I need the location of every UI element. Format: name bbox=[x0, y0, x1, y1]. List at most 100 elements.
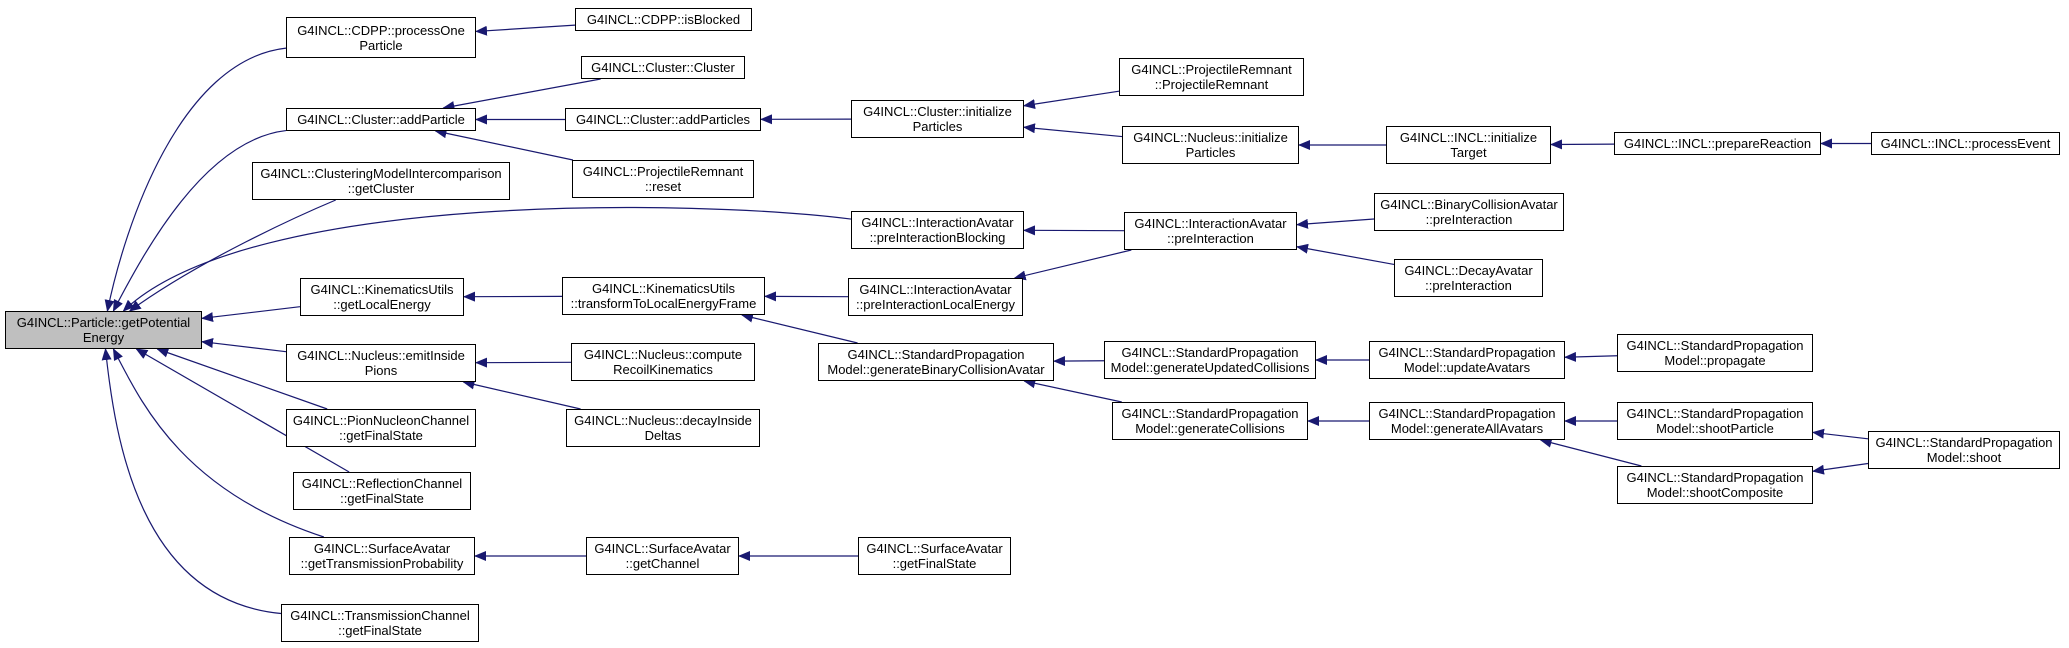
node-ia-preInteraction[interactable]: G4INCL::InteractionAvatar::preInteractio… bbox=[1124, 212, 1297, 250]
node-cluster-addParticles[interactable]: G4INCL::Cluster::addParticles bbox=[565, 108, 761, 131]
node-label-line: ::preInteraction bbox=[1425, 278, 1512, 293]
node-reflection-getFinalState[interactable]: G4INCL::ReflectionChannel::getFinalState bbox=[293, 472, 471, 510]
node-label-line: Energy bbox=[82, 330, 125, 345]
node-label-line: Model::generateCollisions bbox=[1135, 421, 1285, 436]
node-label-line: G4INCL::BinaryCollisionAvatar bbox=[1380, 197, 1558, 212]
node-cluster-cluster[interactable]: G4INCL::Cluster::Cluster bbox=[581, 56, 745, 79]
node-label-line: ::getFinalState bbox=[892, 556, 977, 571]
node-projremnant-ctor[interactable]: G4INCL::ProjectileRemnant::ProjectileRem… bbox=[1119, 58, 1304, 96]
node-label-line: G4INCL::StandardPropagation bbox=[1626, 470, 1804, 485]
node-label-line: G4INCL::Nucleus::initialize bbox=[1133, 130, 1288, 145]
edge-cdpp-isBlocked-to-cdpp-processOne bbox=[475, 24, 576, 36]
node-label-line: G4INCL::KinematicsUtils bbox=[310, 282, 454, 297]
node-label-line: Model::propagate bbox=[1664, 353, 1766, 368]
node-incl-processEvent[interactable]: G4INCL::INCL::processEvent bbox=[1871, 132, 2060, 155]
edge-spm-shootComposite-to-spm-generateAllAvatars bbox=[1539, 437, 1642, 467]
node-label-line: G4INCL::ClusteringModelIntercomparison bbox=[260, 166, 502, 181]
node-label-line: ::getTransmissionProbability bbox=[300, 556, 464, 571]
edge-clustering-getCluster-to-root bbox=[128, 199, 336, 312]
node-label-line: Particles bbox=[1185, 145, 1236, 160]
node-projremnant-reset[interactable]: G4INCL::ProjectileRemnant::reset bbox=[572, 160, 754, 198]
node-cdpp-isBlocked[interactable]: G4INCL::CDPP::isBlocked bbox=[575, 8, 752, 31]
node-sa-getChannel[interactable]: G4INCL::SurfaceAvatar::getChannel bbox=[586, 537, 739, 575]
node-label-line: ::reset bbox=[644, 179, 682, 194]
edge-bca-preInteraction-to-ia-preInteraction bbox=[1296, 218, 1375, 229]
node-label-line: G4INCL::InteractionAvatar bbox=[861, 215, 1014, 230]
node-label-line: G4INCL::CDPP::processOne bbox=[297, 22, 465, 38]
node-pionnucleon-getFinalState[interactable]: G4INCL::PionNucleonChannel::getFinalStat… bbox=[286, 409, 476, 447]
node-label-line: Model::shoot bbox=[1926, 450, 2002, 465]
node-incl-prepareReaction[interactable]: G4INCL::INCL::prepareReaction bbox=[1614, 132, 1821, 155]
edge-spm-propagate-to-spm-updateAvatars bbox=[1564, 351, 1618, 362]
node-label-line: Target bbox=[1450, 145, 1487, 160]
edge-nucleus-decayInsideDeltas-to-nucleus-emitInsidePions bbox=[462, 379, 581, 410]
node-ia-preInteractionBlocking[interactable]: G4INCL::InteractionAvatar::preInteractio… bbox=[851, 211, 1024, 249]
node-label-line: G4INCL::StandardPropagation bbox=[1378, 345, 1556, 360]
edge-projremnant-reset-to-cluster-addParticle bbox=[434, 128, 574, 161]
node-label-line: ::transformToLocalEnergyFrame bbox=[570, 296, 757, 311]
node-ku-transform[interactable]: G4INCL::KinematicsUtils::transformToLoca… bbox=[562, 277, 765, 315]
node-label-line: G4INCL::StandardPropagation bbox=[1875, 435, 2053, 450]
edge-da-preInteraction-to-ia-preInteraction bbox=[1296, 243, 1395, 266]
node-label-line: ::getLocalEnergy bbox=[333, 297, 431, 312]
node-label-line: Model::updateAvatars bbox=[1403, 360, 1531, 375]
node-label-line: G4INCL::InteractionAvatar bbox=[859, 282, 1012, 297]
node-label-line: Model::shootParticle bbox=[1656, 421, 1774, 436]
node-cluster-addParticle[interactable]: G4INCL::Cluster::addParticle bbox=[286, 108, 476, 131]
edge-spm-generateCollisions-to-spm-generateBinary bbox=[1023, 378, 1122, 403]
node-label-line: G4INCL::Nucleus::emitInside bbox=[297, 348, 465, 363]
node-label-line: G4INCL::INCL::processEvent bbox=[1880, 136, 2051, 151]
edge-cdpp-processOne-to-root bbox=[104, 47, 287, 312]
edge-spm-shoot-to-spm-shootParticle bbox=[1812, 428, 1869, 440]
edge-projremnant-ctor-to-cluster-initParticles bbox=[1023, 90, 1120, 110]
node-label-line: Particles bbox=[912, 119, 963, 134]
node-transmission-getFinalState[interactable]: G4INCL::TransmissionChannel::getFinalSta… bbox=[281, 604, 479, 642]
node-label-line: ::getFinalState bbox=[340, 491, 424, 506]
node-label-line: Pions bbox=[364, 363, 398, 378]
node-label-line: G4INCL::INCL::initialize bbox=[1399, 130, 1538, 145]
node-da-preInteraction[interactable]: G4INCL::DecayAvatar::preInteraction bbox=[1394, 259, 1543, 297]
edge-spm-shoot-to-spm-shootComposite bbox=[1812, 462, 1869, 475]
node-label-line: G4INCL::StandardPropagation bbox=[1626, 338, 1804, 353]
edge-spm-generateBinary-to-ku-transform bbox=[740, 312, 858, 344]
node-label-line: ::ProjectileRemnant bbox=[1154, 77, 1269, 92]
node-label-line: RecoilKinematics bbox=[613, 362, 713, 377]
node-label-line: G4INCL::StandardPropagation bbox=[1121, 345, 1299, 360]
node-label-line: G4INCL::ProjectileRemnant bbox=[582, 164, 744, 179]
node-bca-preInteraction[interactable]: G4INCL::BinaryCollisionAvatar::preIntera… bbox=[1374, 193, 1564, 231]
node-ku-getLocalEnergy[interactable]: G4INCL::KinematicsUtils::getLocalEnergy bbox=[300, 278, 464, 316]
node-label-line: ::preInteractionLocalEnergy bbox=[856, 297, 1015, 312]
node-label-line: G4INCL::ProjectileRemnant bbox=[1131, 62, 1292, 77]
node-label-line: G4INCL::StandardPropagation bbox=[847, 347, 1025, 362]
node-label-line: Model::generateAllAvatars bbox=[1390, 421, 1544, 436]
node-label-line: G4INCL::Cluster::addParticle bbox=[297, 112, 465, 127]
node-sa-getFinalState[interactable]: G4INCL::SurfaceAvatar::getFinalState bbox=[858, 537, 1011, 575]
node-sa-getTransmissionProbability[interactable]: G4INCL::SurfaceAvatar::getTransmissionPr… bbox=[289, 537, 475, 575]
node-label-line: Deltas bbox=[644, 428, 682, 443]
node-label-line: G4INCL::StandardPropagation bbox=[1626, 406, 1804, 421]
node-ia-preInteractionLocalEnergy[interactable]: G4INCL::InteractionAvatar::preInteractio… bbox=[848, 278, 1023, 316]
edge-transmission-getFinalState-to-root bbox=[101, 348, 282, 615]
node-label-line: G4INCL::SurfaceAvatar bbox=[866, 541, 1003, 556]
edge-ku-getLocalEnergy-to-root bbox=[201, 306, 301, 322]
node-label-line: ::getChannel bbox=[625, 556, 700, 571]
node-label-line: Model::generateBinaryCollisionAvatar bbox=[827, 362, 1045, 377]
node-clustering-getCluster[interactable]: G4INCL::ClusteringModelIntercomparison::… bbox=[252, 162, 510, 200]
